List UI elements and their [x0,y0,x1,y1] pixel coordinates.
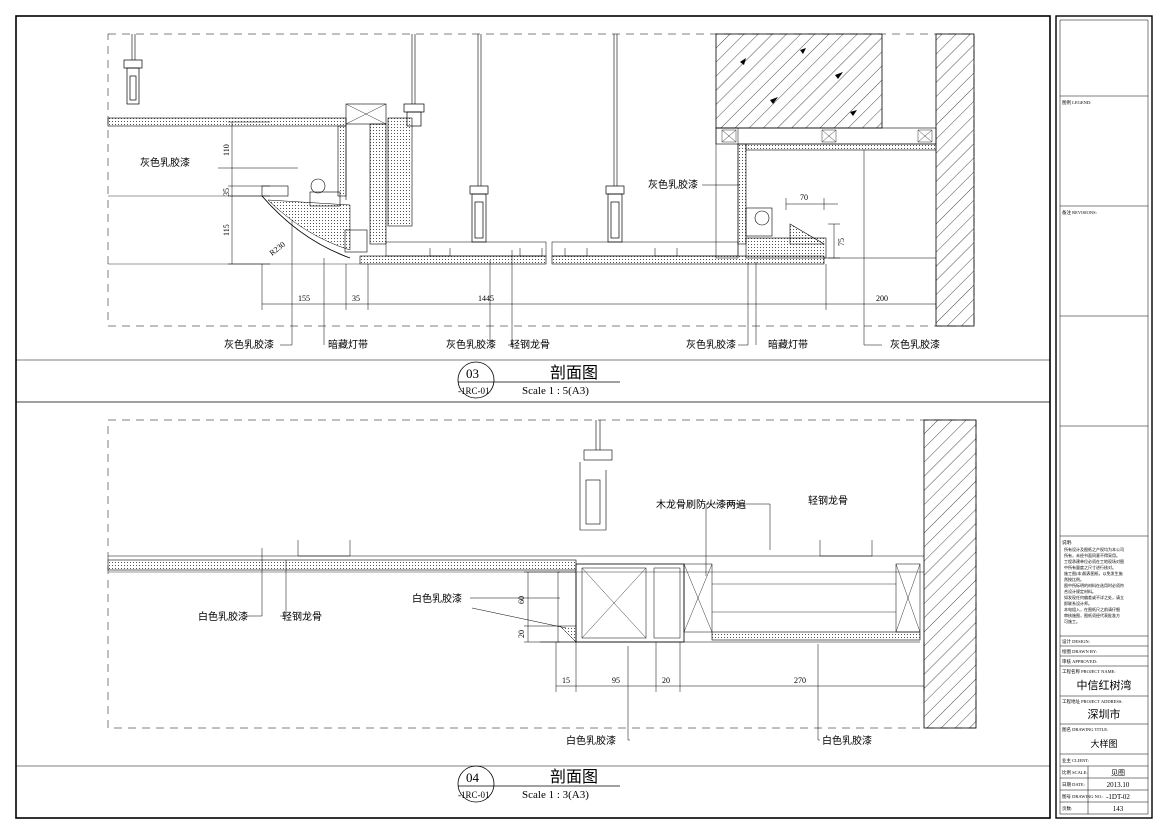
tb-project-name-label: 工程名称 PROJECT NAME: [1062,668,1116,675]
dim-95: 95 [612,676,620,685]
concrete-beam [715,33,883,129]
tb-drawing-title-label: 图名 DRAWING TITLE: [1062,726,1108,733]
dim-r230: R230 [268,240,287,258]
label-paint-bottom-1: 灰色乳胶漆 [224,338,274,351]
section-03-title-text: 剖面图 [550,364,598,382]
tb-note-line: 工程承建单位必须在工地现场对图 [1064,558,1124,564]
dim-200: 200 [876,294,888,303]
label-paint-right-mid: 灰色乳胶漆 [648,178,698,191]
label-paint-left-mid: 灰色乳胶漆 [140,156,190,169]
tb-note-line: 如发现任何偏差或不详之处，请立 [1064,594,1124,600]
tb-revisions: 备注 REVISIONS: [1062,209,1097,216]
label-white-paint-left: 白色乳胶漆 [198,610,248,623]
label-paint-bottom-2: 灰色乳胶漆 [446,338,496,351]
tb-date-label: 日期 DATE: [1062,782,1085,788]
label-white-paint-bottom: 白色乳胶漆 [566,734,616,747]
dim-1445: 1445 [478,294,494,303]
dim-35: 35 [352,294,360,303]
dim-155: 155 [298,294,310,303]
dim-60: 60 [517,596,526,604]
title-block [1055,15,1153,819]
section-04-ref: -1RC-01 [458,790,490,800]
tb-scale-label: 比例 SCALE: [1062,769,1088,776]
section-03-drawing [107,33,975,346]
tb-client: 业主 CLIENT: [1062,757,1089,763]
tb-design: 设计 DESIGN: [1062,638,1090,645]
dim-20: 20 [662,676,670,685]
tb-note-line: 图中所标明的材料在选用时必须符 [1064,582,1124,588]
tb-page-value: 143 [1113,805,1124,813]
dim-75: 75 [837,238,846,246]
tb-note-line: 所有，未经书面同意不得采用。 [1064,552,1120,558]
tb-project-address: 深圳市 [1088,707,1121,721]
label-paint-bottom-3: 灰色乳胶漆 [686,338,736,351]
tb-note-line: 所有设计及图纸之产权均为本公司 [1064,546,1124,552]
tb-legend: 图例 LEGEND: [1062,99,1091,106]
label-wood-keel: 木龙骨刷防火漆两遍 [656,498,746,511]
dim-110: 110 [222,144,231,156]
label-steel-keel: 轻钢龙骨 [510,338,550,351]
tb-drawing-title: 大样图 [1090,738,1117,749]
dim-70: 70 [800,193,808,202]
section-04-scale: Scale 1 : 3(A3) [522,789,589,801]
curved-cove [261,195,351,259]
tb-note-line: 施工图(本)照表图纸，以免发生施 [1064,570,1123,576]
dim-15: 15 [562,676,570,685]
tb-drawing-no-label: 图号 DRAWING NO.: [1062,794,1104,800]
section-04-number: 04 [466,770,480,785]
tb-project-address-label: 工程地址 PROJECT ADDRESS: [1062,698,1123,705]
dim-115: 115 [222,224,231,236]
section-04-title-text: 剖面图 [550,768,598,786]
tb-page-label: 页数: [1062,805,1072,812]
section-03-scale: Scale 1 : 5(A3) [522,385,589,397]
label-hidden-strip-2: 暗藏灯带 [768,338,808,351]
label-steel-keel-left: 轻钢龙骨 [282,610,322,623]
outer-frame [15,15,1051,819]
tb-note-line: 即联系设计师。 [1064,600,1092,606]
dim-35-vertical: 35 [222,188,231,196]
tb-approved: 审核 APPROVED: [1062,658,1097,665]
label-hidden-strip-1: 暗藏灯带 [328,338,368,351]
tb-note-line: 合设计规定材料。 [1064,588,1096,594]
dim-20-vertical: 20 [517,630,526,638]
dim-270: 270 [794,676,806,685]
tb-date-value: 2013.10 [1107,781,1130,789]
section-03-number: 03 [466,366,479,381]
tb-drawn: 绘图 DRAWN BY: [1062,648,1097,655]
label-paint-bottom-4: 灰色乳胶漆 [890,338,940,351]
tb-notes-heading: 说明: [1062,539,1072,546]
tb-note-line: 然按比例。 [1064,576,1084,582]
section-04-drawing [107,419,977,741]
tb-note-line: 可施工。 [1064,618,1080,624]
section-03-ref: -1RC-01 [458,386,490,396]
label-steel-keel-top: 轻钢龙骨 [808,494,848,507]
tb-project-name: 中信红树湾 [1077,678,1132,692]
tb-scale-value: 见图 [1111,769,1125,777]
wall-hatch-right-04 [923,419,977,729]
tb-note-line: 审核施图，图纸须经代表批准方 [1064,612,1120,618]
tb-notes: 所有设计及图纸之产权均为本公司 所有，未经书面同意不得采用。 工程承建单位必须在… [1064,546,1124,624]
label-white-paint-mid: 白色乳胶漆 [412,592,462,605]
tb-drawing-no-value: -1DT-02 [1106,793,1130,801]
section-03-title: 03 -1RC-01 剖面图 Scale 1 : 5(A3) [457,361,620,399]
label-white-paint-right: 白色乳胶漆 [822,734,872,747]
tb-note-line: 本电组入，在图纸尺之前请仔细 [1064,606,1120,612]
section-04-title: 04 -1RC-01 剖面图 Scale 1 : 3(A3) [457,765,620,803]
wall-hatch-right [935,33,975,327]
tb-note-line: 中所有量度之尺寸进行核对。 [1064,564,1116,570]
